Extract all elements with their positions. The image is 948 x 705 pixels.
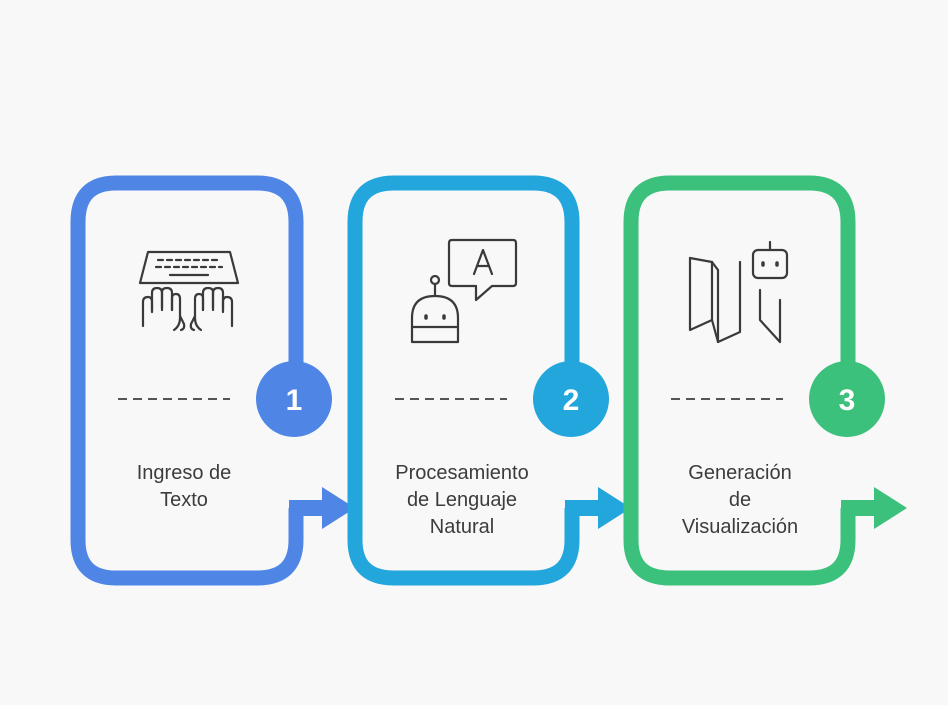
step-3-number: 3 [839, 384, 856, 417]
step-2-badge [533, 361, 609, 437]
step-2-label-line-2: de Lenguaje [406, 489, 518, 511]
step-1-arrow-icon [289, 487, 355, 529]
step-3: 3 [623, 175, 907, 586]
step-2-number: 2 [563, 384, 580, 417]
keyboard-typing-icon [138, 250, 240, 332]
step-2: 2 [347, 175, 631, 586]
step-1-badge [256, 361, 332, 437]
step-2-frame [347, 175, 580, 586]
step-1-label: Ingreso de Texto [99, 460, 269, 514]
step-3-frame [623, 175, 856, 586]
step-1-frame [70, 175, 304, 586]
step-2-label-line-3: Natural [429, 516, 495, 538]
step-3-label-line-1: Generación [688, 462, 792, 484]
step-3-label-line-2: de [728, 489, 752, 511]
step-1-label-line-1: Ingreso de [136, 462, 232, 484]
step-1-label-line-2: Texto [160, 489, 208, 511]
map-robot-icon [688, 240, 789, 344]
step-2-arrow-icon [565, 487, 631, 529]
step-2-label: Procesamiento de Lenguaje Natural [377, 460, 547, 541]
step-1-number: 1 [286, 384, 303, 417]
step-3-arrow-icon [841, 487, 907, 529]
step-2-label-line-1: Procesamiento [395, 462, 529, 484]
step-1: 1 [70, 175, 355, 586]
step-3-badge [809, 361, 885, 437]
step-3-label: Generación de Visualización [655, 460, 825, 541]
step-3-label-line-3: Visualización [681, 516, 799, 538]
chatbot-translate-icon [410, 238, 518, 344]
